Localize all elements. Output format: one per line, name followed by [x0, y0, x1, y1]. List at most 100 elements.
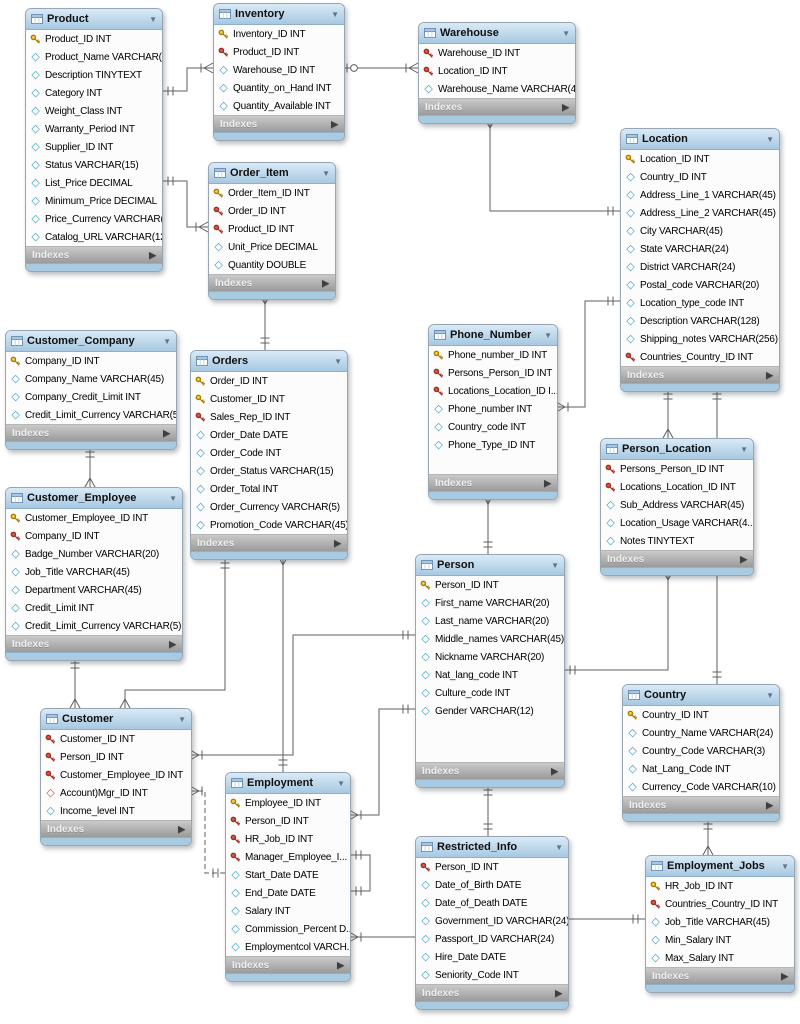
column-row[interactable]: Order_ID INT — [191, 372, 347, 390]
table-header[interactable]: Customer_Employee▼ — [6, 488, 182, 509]
column-row[interactable]: ◇Order_Date DATE — [191, 426, 347, 444]
indexes-bar[interactable]: Indexes▶ — [214, 115, 344, 132]
column-row[interactable]: ◇Company_Name VARCHAR(45) — [6, 370, 176, 388]
column-row[interactable]: Warehouse_ID INT — [419, 44, 575, 62]
table-product[interactable]: Product▼Product_ID INT◇Product_Name VARC… — [25, 8, 163, 272]
expand-arrow-icon[interactable]: ▶ — [740, 553, 747, 564]
expand-arrow-icon[interactable]: ▶ — [331, 118, 338, 129]
column-row[interactable]: ◇Nat_lang_code INT — [416, 666, 564, 684]
column-row[interactable]: ◇Order_Status VARCHAR(15) — [191, 462, 347, 480]
indexes-bar[interactable]: Indexes▶ — [226, 956, 350, 973]
column-row[interactable]: ◇Hire_Date DATE — [416, 948, 568, 966]
expand-arrow-icon[interactable]: ▶ — [334, 537, 341, 548]
column-row[interactable]: ◇Company_Credit_Limit INT — [6, 388, 176, 406]
indexes-bar[interactable]: Indexes▶ — [623, 796, 779, 813]
expand-arrow-icon[interactable]: ▶ — [337, 959, 344, 970]
expand-arrow-icon[interactable]: ▶ — [322, 277, 329, 288]
table-header[interactable]: Product▼ — [26, 9, 162, 30]
column-row[interactable]: Locations_Location_ID I... — [429, 382, 557, 400]
table-person[interactable]: Person▼Person_ID INT◇First_name VARCHAR(… — [415, 554, 565, 788]
collapse-arrow-icon[interactable]: ▼ — [551, 560, 559, 570]
collapse-arrow-icon[interactable]: ▼ — [544, 330, 552, 340]
indexes-bar[interactable]: Indexes▶ — [646, 967, 794, 984]
table-header[interactable]: Customer_Company▼ — [6, 331, 176, 352]
column-row[interactable]: ◇Middle_names VARCHAR(45) — [416, 630, 564, 648]
column-row[interactable]: ◇Department VARCHAR(45) — [6, 581, 182, 599]
column-row[interactable]: ◇District VARCHAR(24) — [621, 258, 779, 276]
column-row[interactable]: ◇Price_Currency VARCHAR(5) — [26, 210, 162, 228]
column-row[interactable]: Countries_Country_ID INT — [646, 895, 794, 913]
column-row[interactable]: ◇Order_Code INT — [191, 444, 347, 462]
collapse-arrow-icon[interactable]: ▼ — [766, 690, 774, 700]
expand-arrow-icon[interactable]: ▶ — [178, 823, 185, 834]
column-row[interactable]: ◇Date_of_Death DATE — [416, 894, 568, 912]
collapse-arrow-icon[interactable]: ▼ — [562, 28, 570, 38]
indexes-bar[interactable]: Indexes▶ — [26, 246, 162, 263]
indexes-bar[interactable]: Indexes▶ — [191, 534, 347, 551]
table-header[interactable]: Person_Location▼ — [601, 439, 753, 460]
table-country[interactable]: Country▼Country_ID INT◇Country_Name VARC… — [622, 684, 780, 822]
collapse-arrow-icon[interactable]: ▼ — [149, 14, 157, 24]
indexes-bar[interactable]: Indexes▶ — [209, 274, 335, 291]
column-row[interactable]: Order_Item_ID INT — [209, 184, 335, 202]
column-row[interactable]: ◇Min_Salary INT — [646, 931, 794, 949]
expand-arrow-icon[interactable]: ▶ — [766, 369, 773, 380]
column-row[interactable]: ◇Seniority_Code INT — [416, 966, 568, 984]
column-row[interactable]: ◇Country_ID INT — [621, 168, 779, 186]
column-row[interactable]: Person_ID INT — [226, 812, 350, 830]
expand-arrow-icon[interactable]: ▶ — [551, 765, 558, 776]
column-row[interactable]: ◇Credit_Limit_Currency VARCHAR(5) — [6, 617, 182, 635]
indexes-bar[interactable]: Indexes▶ — [621, 366, 779, 383]
expand-arrow-icon[interactable]: ▶ — [562, 101, 569, 112]
indexes-bar[interactable]: Indexes▶ — [41, 820, 191, 837]
column-row[interactable]: ◇Credit_Limit INT — [6, 599, 182, 617]
table-header[interactable]: Person▼ — [416, 555, 564, 576]
table-header[interactable]: Inventory▼ — [214, 4, 344, 25]
indexes-bar[interactable]: Indexes▶ — [429, 474, 557, 491]
column-row[interactable]: ◇Start_Date DATE — [226, 866, 350, 884]
collapse-arrow-icon[interactable]: ▼ — [766, 134, 774, 144]
table-header[interactable]: Orders▼ — [191, 351, 347, 372]
table-customer_company[interactable]: Customer_Company▼Company_ID INT◇Company_… — [5, 330, 177, 450]
column-row[interactable]: ◇Quantity_Available INT — [214, 97, 344, 115]
column-row[interactable]: ◇Country_Name VARCHAR(24) — [623, 724, 779, 742]
column-row[interactable]: Product_ID INT — [214, 43, 344, 61]
column-row[interactable]: ◇Culture_code INT — [416, 684, 564, 702]
column-row[interactable]: ◇Weight_Class INT — [26, 102, 162, 120]
column-row[interactable]: Location_ID INT — [621, 150, 779, 168]
column-row[interactable]: ◇Salary INT — [226, 902, 350, 920]
column-row[interactable]: Person_ID INT — [41, 748, 191, 766]
indexes-bar[interactable]: Indexes▶ — [416, 984, 568, 1001]
column-row[interactable]: ◇Employmentcol VARCH... — [226, 938, 350, 956]
expand-arrow-icon[interactable]: ▶ — [169, 638, 176, 649]
collapse-arrow-icon[interactable]: ▼ — [781, 861, 789, 871]
column-row[interactable]: ◇Location_type_code INT — [621, 294, 779, 312]
column-row[interactable]: Locations_Location_ID INT — [601, 478, 753, 496]
table-header[interactable]: Warehouse▼ — [419, 23, 575, 44]
table-header[interactable]: Order_Item▼ — [209, 163, 335, 184]
column-row[interactable]: ◇Description VARCHAR(128) — [621, 312, 779, 330]
column-row[interactable]: ◇Country_Code VARCHAR(3) — [623, 742, 779, 760]
indexes-bar[interactable]: Indexes▶ — [601, 550, 753, 567]
column-row[interactable]: Product_ID INT — [26, 30, 162, 48]
table-header[interactable]: Customer▼ — [41, 709, 191, 730]
expand-arrow-icon[interactable]: ▶ — [149, 249, 156, 260]
column-row[interactable]: ◇Promotion_Code VARCHAR(45) — [191, 516, 347, 534]
column-row[interactable]: ◇Passport_ID VARCHAR(24) — [416, 930, 568, 948]
expand-arrow-icon[interactable]: ▶ — [781, 970, 788, 981]
column-row[interactable]: ◇Country_code INT — [429, 418, 557, 436]
column-row[interactable]: ◇State VARCHAR(24) — [621, 240, 779, 258]
indexes-bar[interactable]: Indexes▶ — [416, 762, 564, 779]
table-header[interactable]: Restricted_Info▼ — [416, 837, 568, 858]
column-row[interactable]: ◇Max_Salary INT — [646, 949, 794, 967]
column-row[interactable]: ◇Catalog_URL VARCHAR(128) — [26, 228, 162, 246]
column-row[interactable]: ◇Credit_Limit_Currency VARCHAR(5) — [6, 406, 176, 424]
column-row[interactable]: ◇Phone_number INT — [429, 400, 557, 418]
column-row[interactable]: ◇List_Price DECIMAL — [26, 174, 162, 192]
column-row[interactable]: Inventory_ID INT — [214, 25, 344, 43]
column-row[interactable]: ◇Phone_Type_ID INT — [429, 436, 557, 454]
